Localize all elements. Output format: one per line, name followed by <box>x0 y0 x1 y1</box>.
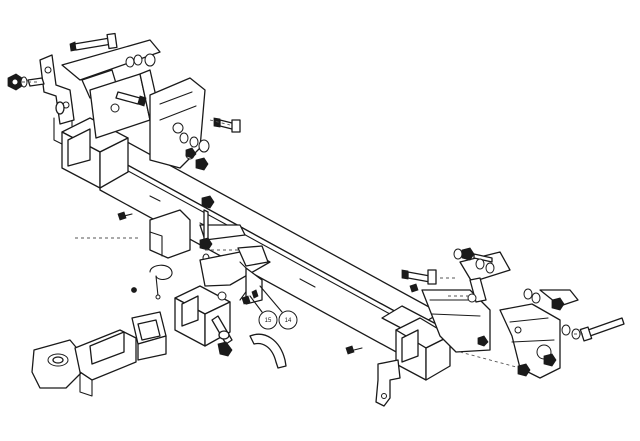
left-fasteners <box>7 32 241 221</box>
receiver-hitch <box>174 245 271 357</box>
curved-hitch-pin <box>249 333 287 369</box>
square-sleeve <box>131 311 167 361</box>
left-bracket-assembly <box>39 39 206 169</box>
right-mount-tube <box>381 305 451 381</box>
leader-lines <box>22 81 586 335</box>
tow-ball-mount <box>31 329 137 397</box>
callout-15-label: 15 <box>265 318 272 324</box>
callout-group: 15 14 <box>249 285 298 330</box>
centre-bracket <box>75 195 260 300</box>
callout-14: 14 <box>278 310 298 330</box>
right-fasteners <box>345 247 625 377</box>
callout-14-label: 14 <box>285 318 292 324</box>
callout-15: 15 <box>258 310 278 330</box>
left-mount-tube <box>53 103 129 189</box>
